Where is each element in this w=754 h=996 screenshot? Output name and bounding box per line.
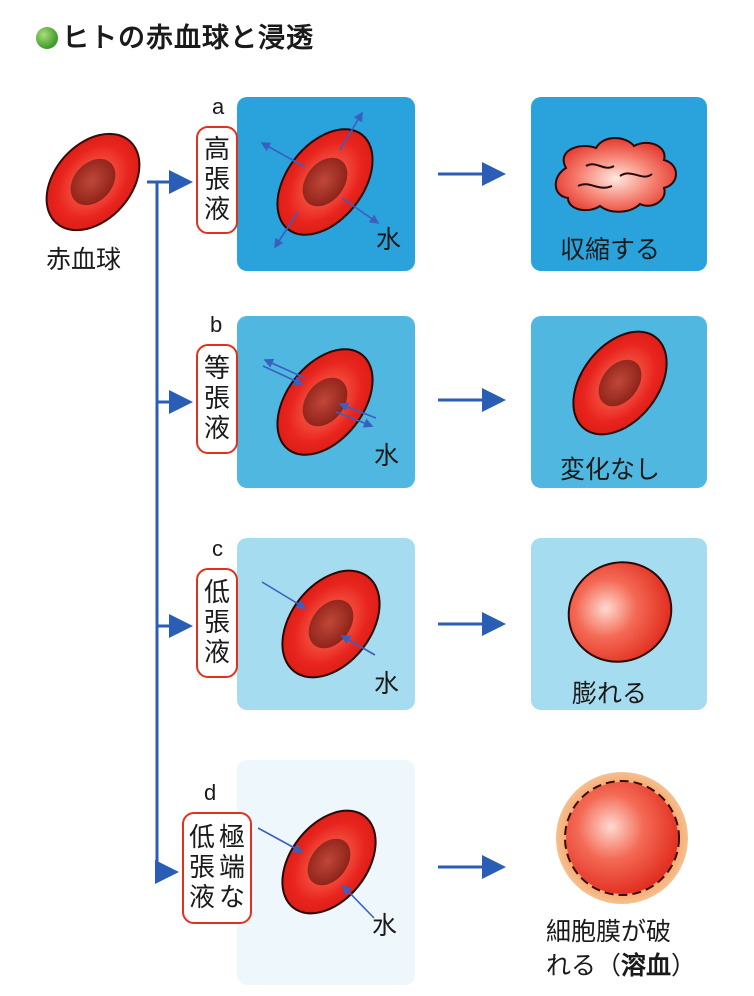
outcome-no-change: 変化なし xyxy=(560,455,661,484)
rbc-in-hypertonic xyxy=(276,128,374,236)
source-rbc xyxy=(45,132,141,232)
hypotonic-label: 低 張 液 xyxy=(196,568,238,678)
result-arrows xyxy=(438,162,506,879)
water-label-b: 水 xyxy=(374,441,400,470)
green-bullet-icon xyxy=(36,27,58,49)
outcome-swells: 膨れる xyxy=(572,679,648,708)
rbc-label: 赤血球 xyxy=(46,245,122,274)
shrunken-rbc xyxy=(554,137,677,213)
page-title: ヒトの赤血球と浸透 xyxy=(36,16,314,55)
hemolyzed-rbc xyxy=(556,772,688,904)
swollen-rbc xyxy=(567,561,673,663)
row-letter-d: d xyxy=(204,780,217,805)
unchanged-rbc xyxy=(572,330,668,436)
rbc-in-extreme-hypotonic xyxy=(281,809,377,915)
water-arrows xyxy=(257,111,380,919)
row-letter-b: b xyxy=(210,312,223,337)
hemolysis-term: 溶血 xyxy=(621,951,672,980)
outcome-shrinks: 収縮する xyxy=(560,235,661,264)
isotonic-label: 等 張 液 xyxy=(196,344,238,454)
outcome-hemolysis-line1: 細胞膜が破 xyxy=(546,917,672,946)
title-text: ヒトの赤血球と浸透 xyxy=(62,23,314,54)
row-letter-a: a xyxy=(212,94,225,119)
water-label-c: 水 xyxy=(374,669,400,698)
water-label-d: 水 xyxy=(372,911,398,940)
water-label-a: 水 xyxy=(376,225,402,254)
hypertonic-label: 高 張 液 xyxy=(196,126,238,234)
branch-arrows xyxy=(147,170,193,884)
row-letter-c: c xyxy=(212,536,223,561)
extreme-hypotonic-label: 低 張 液 極 端 な xyxy=(182,812,252,924)
outcome-hemolysis-line2: れる（溶血） xyxy=(546,951,697,980)
